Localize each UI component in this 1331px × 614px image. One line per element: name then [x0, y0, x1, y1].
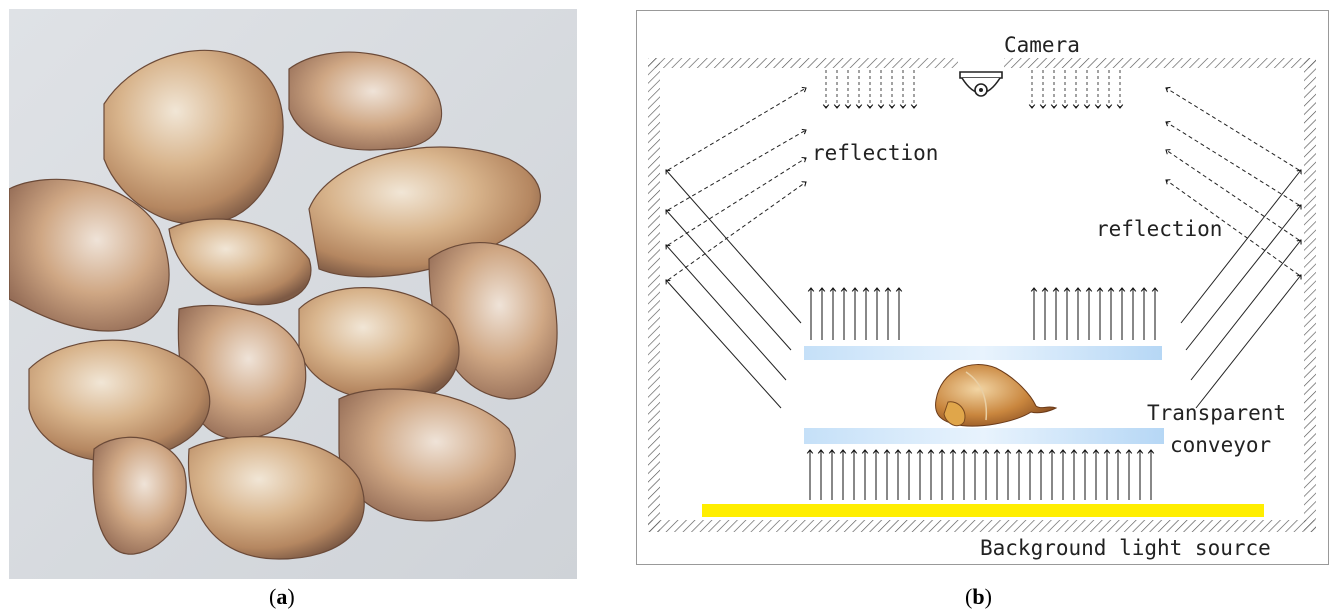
- background-light-label: Background light source: [980, 536, 1271, 560]
- garlic-photo: [9, 9, 577, 579]
- garlic-clove: [104, 50, 283, 224]
- reflection-label-left: reflection: [812, 141, 938, 165]
- imaging-schematic: Camera reflection reflection: [636, 10, 1330, 566]
- conveyor-label-line1: Transparent: [1147, 401, 1286, 425]
- conveyor-label-line2: conveyor: [1170, 433, 1271, 457]
- camera-label: Camera: [1004, 33, 1080, 57]
- caption-a: (a): [269, 584, 295, 610]
- caption-b: (b): [965, 584, 992, 610]
- reflection-label-right: reflection: [1096, 217, 1222, 241]
- transparent-conveyor: [804, 428, 1164, 444]
- background-light-source: [702, 504, 1264, 517]
- upper-glass-plate: [804, 346, 1162, 360]
